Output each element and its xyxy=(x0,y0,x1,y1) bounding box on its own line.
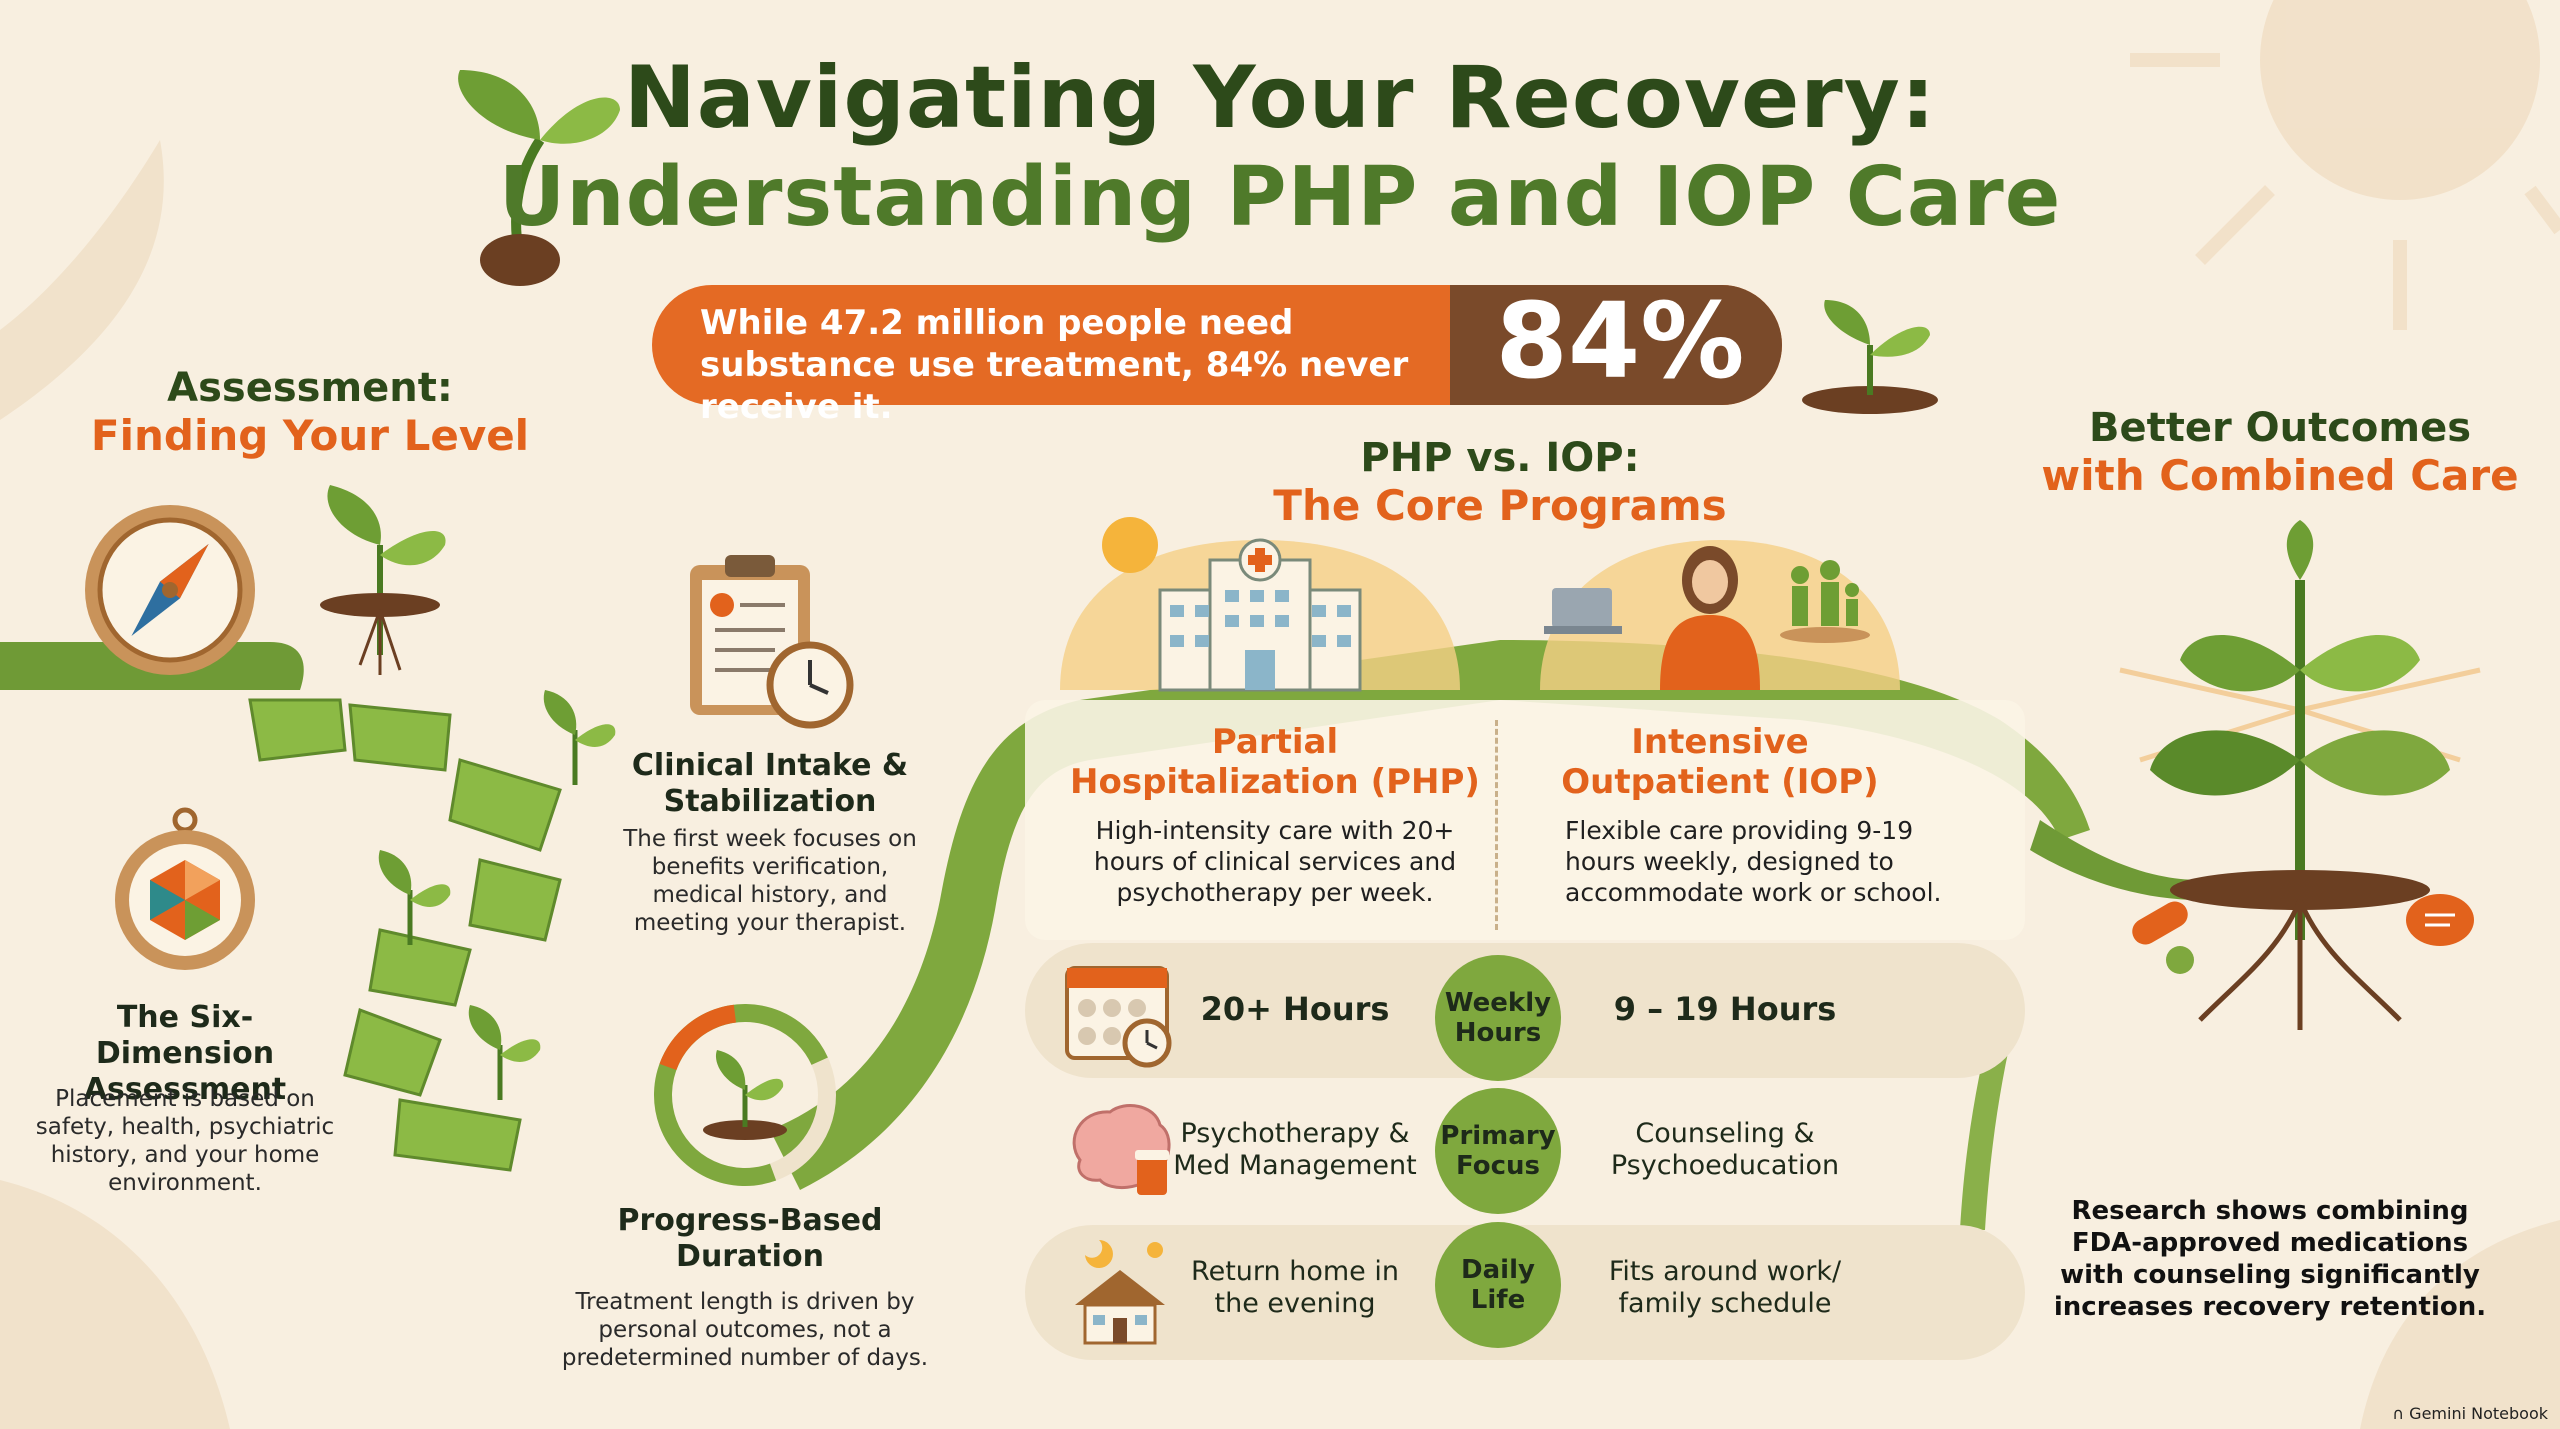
thriving-plant-icon xyxy=(2119,520,2481,1030)
php-weekly-hours: 20+ Hours xyxy=(1200,990,1390,1028)
page-title: Navigating Your Recovery: xyxy=(623,48,1937,148)
daily-life-label: Daily Life xyxy=(1435,1222,1561,1348)
outpatient-person-icon xyxy=(1540,540,1900,690)
weekly-hours-label: Weekly Hours xyxy=(1435,955,1561,1081)
gemini-logo-icon: ∩ xyxy=(2392,1404,2410,1423)
clipboard-clock-icon xyxy=(690,555,854,729)
iop-weekly-hours: 9 – 19 Hours xyxy=(1613,990,1837,1028)
column-divider xyxy=(1495,720,1498,930)
six-dimension-desc: Placement is based on safety, health, ps… xyxy=(35,1086,335,1196)
footer-credit: ∩ Gemini Notebook xyxy=(2392,1404,2548,1423)
outcomes-heading: Better Outcomes xyxy=(2088,405,2472,451)
assessment-subheading: Finding Your Level xyxy=(90,411,530,460)
iop-daily-life: Fits around work/ family schedule xyxy=(1608,1256,1842,1319)
sprout-icon xyxy=(378,850,451,945)
php-daily-life: Return home in the evening xyxy=(1191,1256,1399,1319)
brain-pill-icon xyxy=(1072,1104,1171,1195)
duration-desc: Treatment length is driven by personal o… xyxy=(561,1289,929,1371)
duration-title: Progress-Based Duration xyxy=(617,1203,883,1274)
sprout-icon xyxy=(543,690,616,785)
hospital-icon xyxy=(1060,517,1460,692)
compass-icon xyxy=(85,505,255,675)
stat-text: While 47.2 million people need substance… xyxy=(700,303,1409,427)
programs-subheading: The Core Programs xyxy=(1273,481,1727,530)
php-title-line2: Hospitalization (PHP) xyxy=(1070,762,1480,802)
stat-number: 84% xyxy=(1495,280,1745,402)
outcomes-subheading: with Combined Care xyxy=(2041,451,2519,500)
page-subtitle: Understanding PHP and IOP Care xyxy=(498,150,2062,245)
intake-desc: The first week focuses on benefits verif… xyxy=(623,826,917,936)
footer-credit-text: Gemini Notebook xyxy=(2409,1404,2548,1423)
assessment-heading: Assessment: xyxy=(167,365,453,411)
progress-ring-icon xyxy=(654,1004,836,1186)
stat-banner-soil xyxy=(1450,285,1782,405)
plant-roots-icon xyxy=(320,485,446,675)
iop-title-line1: Intensive xyxy=(1631,722,1809,762)
programs-panel xyxy=(1025,700,2025,940)
calendar-clock-icon xyxy=(1065,966,1172,1068)
sun-icon xyxy=(2130,0,2560,330)
programs-heading: PHP vs. IOP: xyxy=(1360,435,1640,481)
six-dimension-title: The Six-Dimension Assessment xyxy=(83,1000,287,1107)
intake-title: Clinical Intake & Stabilization xyxy=(631,748,909,819)
outcomes-desc: Research shows combining FDA-approved me… xyxy=(2053,1196,2487,1322)
iop-title-line2: Outpatient (IOP) xyxy=(1561,762,1879,802)
iop-desc: Flexible care providing 9-19 hours weekl… xyxy=(1565,816,1942,907)
sprout-seed-icon xyxy=(458,70,620,286)
php-primary-focus: Psychotherapy & Med Management xyxy=(1173,1118,1417,1181)
seedling-icon xyxy=(1802,300,1938,414)
sprout-icon xyxy=(468,1005,541,1100)
iop-primary-focus: Counseling & Psychoeducation xyxy=(1610,1118,1840,1181)
primary-focus-label: Primary Focus xyxy=(1435,1088,1561,1214)
php-desc: High-intensity care with 20+ hours of cl… xyxy=(1093,816,1457,907)
house-moon-icon xyxy=(1075,1240,1165,1345)
php-title-line1: Partial xyxy=(1211,722,1339,762)
hexagon-gem-icon xyxy=(115,807,255,970)
